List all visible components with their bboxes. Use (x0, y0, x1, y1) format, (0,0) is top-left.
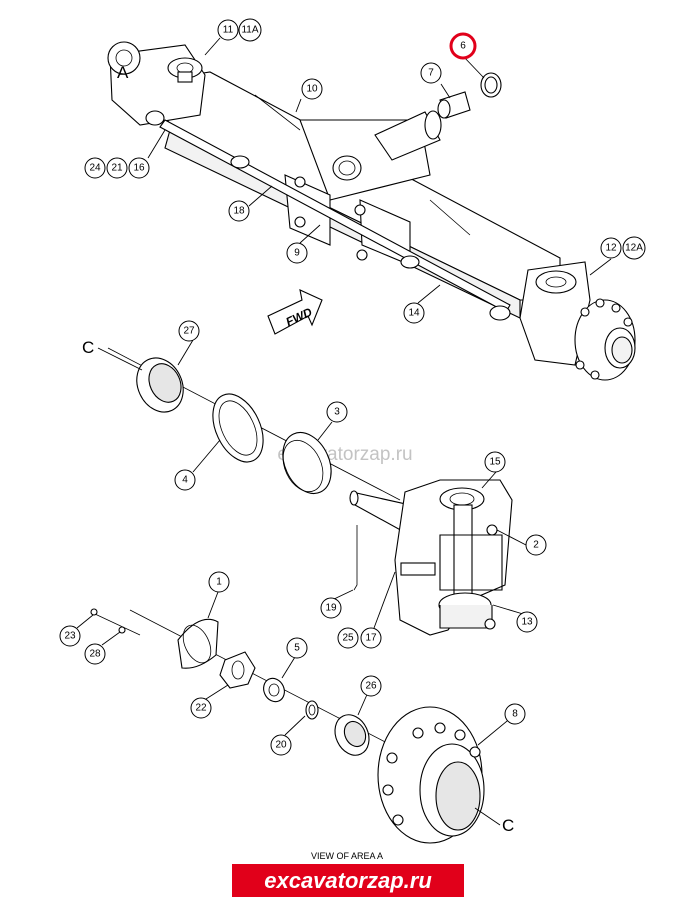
svg-text:16: 16 (133, 163, 145, 174)
svg-text:18: 18 (233, 206, 245, 217)
svg-text:19: 19 (325, 603, 337, 614)
axle-housing (159, 71, 561, 319)
forward-direction-arrow: FWD (267, 289, 323, 335)
shim-4 (212, 393, 264, 463)
callout-16[interactable]: 16 (128, 157, 150, 179)
area-letter-a: A (117, 63, 129, 82)
callout-1[interactable]: 1 (208, 571, 230, 593)
svg-text:27: 27 (183, 326, 195, 337)
bearing-race-3 (282, 431, 332, 495)
svg-text:13: 13 (521, 617, 533, 628)
callout-13[interactable]: 13 (516, 611, 538, 633)
svg-text:11: 11 (223, 25, 234, 36)
callout-2[interactable]: 2 (525, 534, 547, 556)
tie-rod (159, 119, 511, 321)
washer-5 (263, 677, 285, 703)
thrust-washer-1 (177, 618, 219, 669)
ring-20 (305, 700, 319, 720)
svg-text:14: 14 (408, 308, 420, 319)
svg-text:9: 9 (294, 248, 300, 259)
pin-19 (353, 525, 358, 591)
svg-text:10: 10 (306, 84, 318, 95)
callout-25[interactable]: 25 (337, 627, 359, 649)
callout-12[interactable]: 12 (600, 237, 622, 259)
svg-text:4: 4 (182, 475, 188, 486)
wheel-hub-8 (377, 706, 485, 844)
callout-27[interactable]: 27 (178, 320, 200, 342)
callout-8[interactable]: 8 (504, 703, 526, 725)
callout-24[interactable]: 24 (84, 157, 106, 179)
right-wheel-hub (574, 298, 636, 381)
svg-text:12: 12 (605, 243, 617, 254)
svg-text:28: 28 (89, 649, 101, 660)
svg-text:21: 21 (111, 163, 123, 174)
area-letter-c-bottom: C (502, 816, 514, 835)
svg-text:8: 8 (512, 709, 518, 720)
svg-text:2: 2 (533, 540, 539, 551)
callout-18[interactable]: 18 (228, 200, 250, 222)
svg-text:22: 22 (195, 703, 207, 714)
callout-5[interactable]: 5 (286, 637, 308, 659)
seal-27 (136, 357, 184, 413)
leader-lines (76, 37, 612, 746)
bolt-23-28 (90, 608, 141, 636)
svg-text:1: 1 (216, 577, 222, 588)
callout-14[interactable]: 14 (403, 302, 425, 324)
svg-text:7: 7 (428, 68, 434, 79)
callout-23[interactable]: 23 (59, 625, 81, 647)
svg-text:12A: 12A (625, 243, 643, 254)
callout-9[interactable]: 9 (286, 242, 308, 264)
callout-22[interactable]: 22 (190, 697, 212, 719)
bearing-26 (334, 714, 370, 756)
callout-20[interactable]: 20 (270, 734, 292, 756)
callout-11a[interactable]: 11A (238, 18, 262, 42)
callout-6-highlighted[interactable]: 6 (449, 32, 477, 60)
svg-text:20: 20 (275, 740, 287, 751)
left-steering-knuckle (107, 41, 206, 126)
brand-banner[interactable]: excavatorzap.ru (232, 864, 464, 897)
callout-17[interactable]: 17 (360, 627, 382, 649)
area-letter-c-top: C (82, 338, 94, 357)
callout-28[interactable]: 28 (84, 643, 106, 665)
svg-text:24: 24 (89, 163, 101, 174)
svg-text:5: 5 (294, 643, 300, 654)
svg-text:23: 23 (64, 631, 76, 642)
callout-11[interactable]: 11 (217, 19, 239, 41)
svg-text:3: 3 (334, 407, 340, 418)
callout-26[interactable]: 26 (360, 675, 382, 697)
view-caption: VIEW OF AREA A (310, 851, 384, 861)
svg-text:6: 6 (460, 41, 466, 52)
svg-text:15: 15 (489, 457, 501, 468)
callout-21[interactable]: 21 (106, 157, 128, 179)
svg-text:17: 17 (365, 633, 377, 644)
callout-3[interactable]: 3 (326, 401, 348, 423)
callout-7[interactable]: 7 (420, 62, 442, 84)
svg-text:11A: 11A (241, 25, 258, 36)
callout-15[interactable]: 15 (484, 451, 506, 473)
lock-nut-22 (219, 651, 256, 689)
spindle-knuckle-15 (349, 479, 513, 636)
svg-text:25: 25 (342, 633, 354, 644)
right-steering-knuckle (519, 261, 591, 366)
callout-4[interactable]: 4 (174, 469, 196, 491)
bushing-and-seal (437, 72, 502, 119)
svg-text:26: 26 (365, 681, 377, 692)
callout-19[interactable]: 19 (320, 597, 342, 619)
callout-10[interactable]: 10 (301, 78, 323, 100)
callout-12a[interactable]: 12A (622, 236, 646, 260)
